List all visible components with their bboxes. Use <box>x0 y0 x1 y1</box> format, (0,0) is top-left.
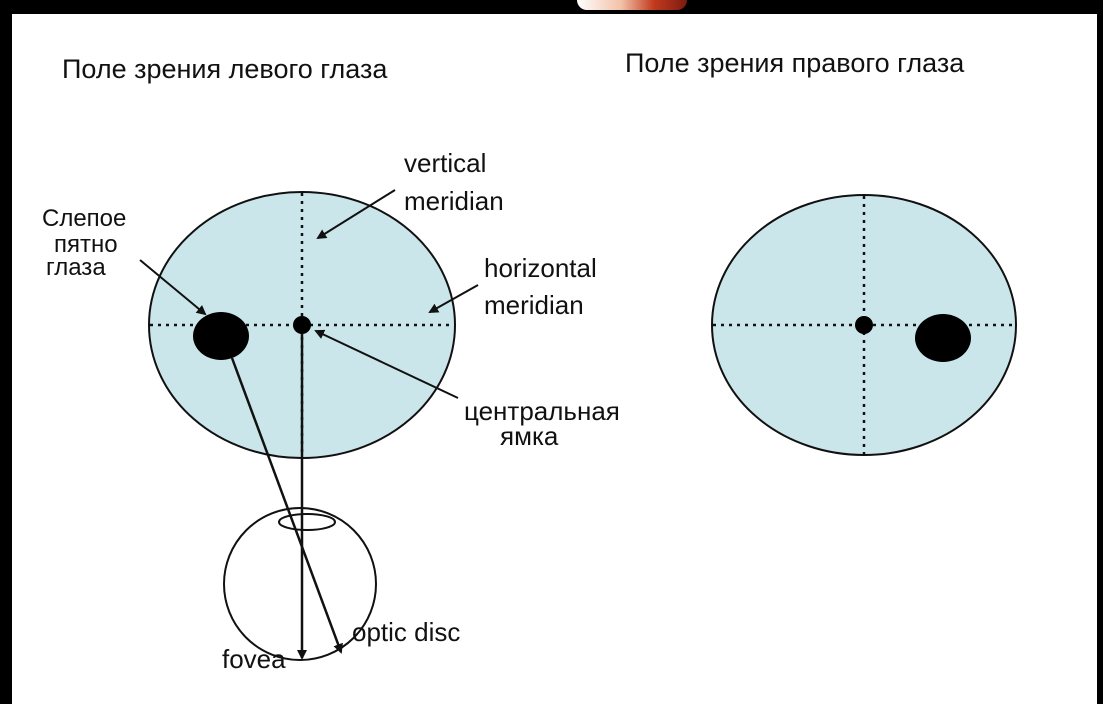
right-field-title: Поле зрения правого глаза <box>625 48 965 78</box>
blind-spot-icon <box>193 312 249 360</box>
vertical-meridian-label-line2: meridian <box>404 186 504 216</box>
fixation-point-icon <box>293 316 311 334</box>
optic-disc-label: optic disc <box>352 617 460 647</box>
right-fixation-point-icon <box>855 316 873 334</box>
central-fovea-label-line2: ямка <box>500 421 559 451</box>
blind-spot-label-line1: Слепое <box>42 205 126 232</box>
right-blind-spot-icon <box>915 314 971 362</box>
right-visual-field <box>712 195 1016 455</box>
blind-spot-label-line3: глаза <box>46 254 106 281</box>
horizontal-meridian-label-line1: horizontal <box>484 253 597 283</box>
horizontal-meridian-label-line2: meridian <box>484 290 584 320</box>
lens-icon <box>279 514 335 530</box>
fovea-label: fovea <box>222 644 286 674</box>
left-field-title: Поле зрения левого глаза <box>62 54 388 84</box>
vertical-meridian-label-line1: vertical <box>404 148 486 178</box>
